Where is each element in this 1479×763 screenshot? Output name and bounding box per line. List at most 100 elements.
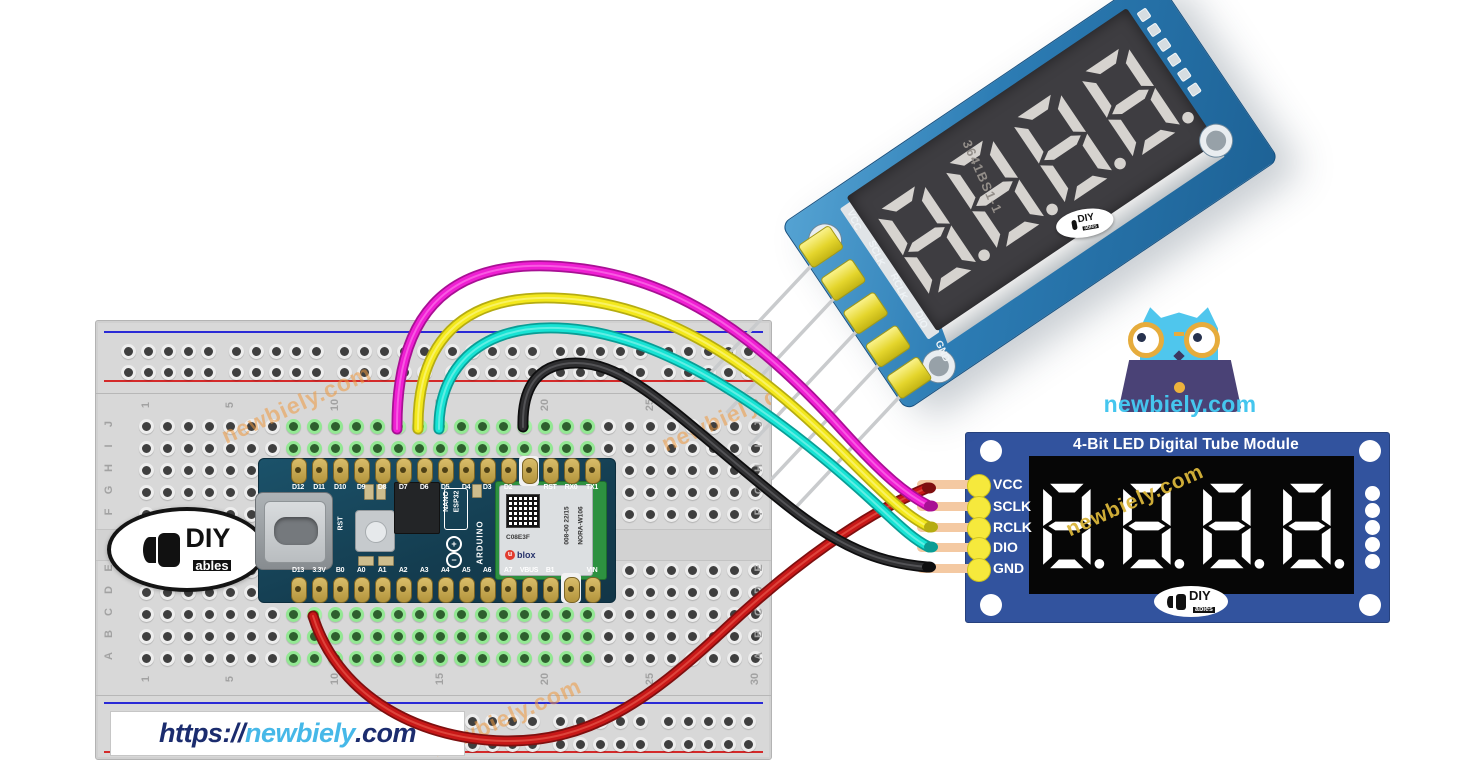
breadboard-hole <box>580 419 595 434</box>
breadboard-hole <box>727 629 742 644</box>
breadboard-rail-hole <box>357 365 372 380</box>
breadboard-rail-hole <box>337 365 352 380</box>
arduino-pin-pad <box>438 458 454 484</box>
breadboard-rail-hole <box>633 365 648 380</box>
arduino-pin-label-vin: VIN <box>586 567 598 574</box>
breadboard-hole <box>370 629 385 644</box>
breadboard-rail-hole <box>397 365 412 380</box>
breadboard-hole <box>475 441 490 456</box>
breadboard-rail-hole <box>357 344 372 359</box>
breadboard-hole <box>496 607 511 622</box>
pad-hole <box>505 467 511 473</box>
newbiely-owl-mascot <box>1088 296 1268 426</box>
breadboard-hole <box>307 651 322 666</box>
breadboard-hole <box>664 485 679 500</box>
breadboard-hole <box>244 441 259 456</box>
arduino-pin-pad <box>312 458 328 484</box>
breadboard-hole <box>307 441 322 456</box>
breadboard-hole <box>223 463 238 478</box>
column-number: 20 <box>539 398 551 412</box>
breadboard-rail-hole <box>377 365 392 380</box>
breadboard-hole <box>622 485 637 500</box>
breadboard-hole <box>370 651 385 666</box>
breadboard-hole <box>139 485 154 500</box>
breadboard-hole <box>601 441 616 456</box>
arduino-pin-pad <box>564 577 580 603</box>
mounting-hole <box>980 594 1002 616</box>
arduino-pin-pad <box>354 458 370 484</box>
side-dot <box>1365 537 1380 552</box>
breadboard-rail-hole <box>309 344 324 359</box>
row-letter: C <box>753 608 765 616</box>
arduino-pin-label-a2: A2 <box>398 567 408 574</box>
mounting-hole <box>980 440 1002 462</box>
breadboard-hole <box>580 629 595 644</box>
breadboard-hole <box>391 651 406 666</box>
pad-hole <box>379 586 385 592</box>
diyables-logo-small: DIY ables <box>1154 586 1228 617</box>
breadboard-hole <box>160 651 175 666</box>
breadboard-rail-hole <box>141 344 156 359</box>
divider <box>96 695 771 696</box>
arduino-pin-pad <box>543 577 559 603</box>
pad-hole <box>505 586 511 592</box>
breadboard-hole <box>454 651 469 666</box>
breadboard-hole <box>160 485 175 500</box>
pad-hole <box>358 586 364 592</box>
breadboard-hole <box>727 563 742 578</box>
arduino-pin-label-3.3v: 3.3V <box>312 567 326 574</box>
pad-hole <box>400 586 406 592</box>
breadboard-hole <box>265 629 280 644</box>
breadboard-rail-hole <box>161 344 176 359</box>
mounting-hole <box>1359 594 1381 616</box>
arduino-pin-label-d8: D8 <box>377 484 387 491</box>
breadboard-hole <box>685 651 700 666</box>
breadboard-hole <box>517 607 532 622</box>
breadboard-hole <box>181 419 196 434</box>
arduino-pin-pad <box>333 458 349 484</box>
diyables-text: DIY ables <box>185 524 231 573</box>
website-url[interactable]: https://newbiely.com <box>110 711 465 756</box>
breadboard-rail-hole <box>681 737 696 752</box>
breadboard-rail-hole <box>553 714 568 729</box>
breadboard-rail-hole <box>553 737 568 752</box>
breadboard-hole <box>160 419 175 434</box>
breadboard-hole <box>349 629 364 644</box>
arduino-nano-esp32: RST NANO ESP32 + − ARDUINO C08E3F u blox… <box>255 456 616 603</box>
breadboard-hole <box>139 607 154 622</box>
breadboard-rail-hole <box>181 365 196 380</box>
breadboard-rail-hole <box>485 365 500 380</box>
breadboard-hole <box>454 629 469 644</box>
breadboard-hole <box>307 607 322 622</box>
pad-hole <box>295 467 301 473</box>
breadboard-rail-hole <box>633 714 648 729</box>
breadboard-rail-hole <box>701 737 716 752</box>
breadboard-hole <box>433 651 448 666</box>
row-letter: D <box>753 586 765 594</box>
breadboard-rail-hole <box>633 737 648 752</box>
arduino-pin-label-a7: A7 <box>503 567 513 574</box>
breadboard-rail-hole <box>289 344 304 359</box>
breadboard-hole <box>580 441 595 456</box>
date-code: 008-00 22/15 <box>563 506 571 545</box>
breadboard-hole <box>559 629 574 644</box>
breadboard-hole <box>328 629 343 644</box>
pad-hole <box>379 467 385 473</box>
column-number: 15 <box>434 672 446 686</box>
breadboard-hole <box>538 629 553 644</box>
breadboard-hole <box>664 607 679 622</box>
owl-glasses-right <box>1184 322 1220 358</box>
breadboard-hole <box>706 507 721 522</box>
breadboard-rail-hole <box>229 344 244 359</box>
breadboard-hole <box>706 629 721 644</box>
breadboard-rail-hole <box>505 344 520 359</box>
breadboard-rail-hole <box>465 365 480 380</box>
breadboard-rail-hole <box>573 365 588 380</box>
breadboard-hole <box>622 651 637 666</box>
breadboard-rail-hole <box>465 344 480 359</box>
breadboard-hole <box>370 441 385 456</box>
breadboard-hole <box>706 485 721 500</box>
row-letter: F <box>103 508 115 516</box>
arduino-pin-pad <box>564 458 580 484</box>
breadboard-rail-hole <box>505 737 520 752</box>
